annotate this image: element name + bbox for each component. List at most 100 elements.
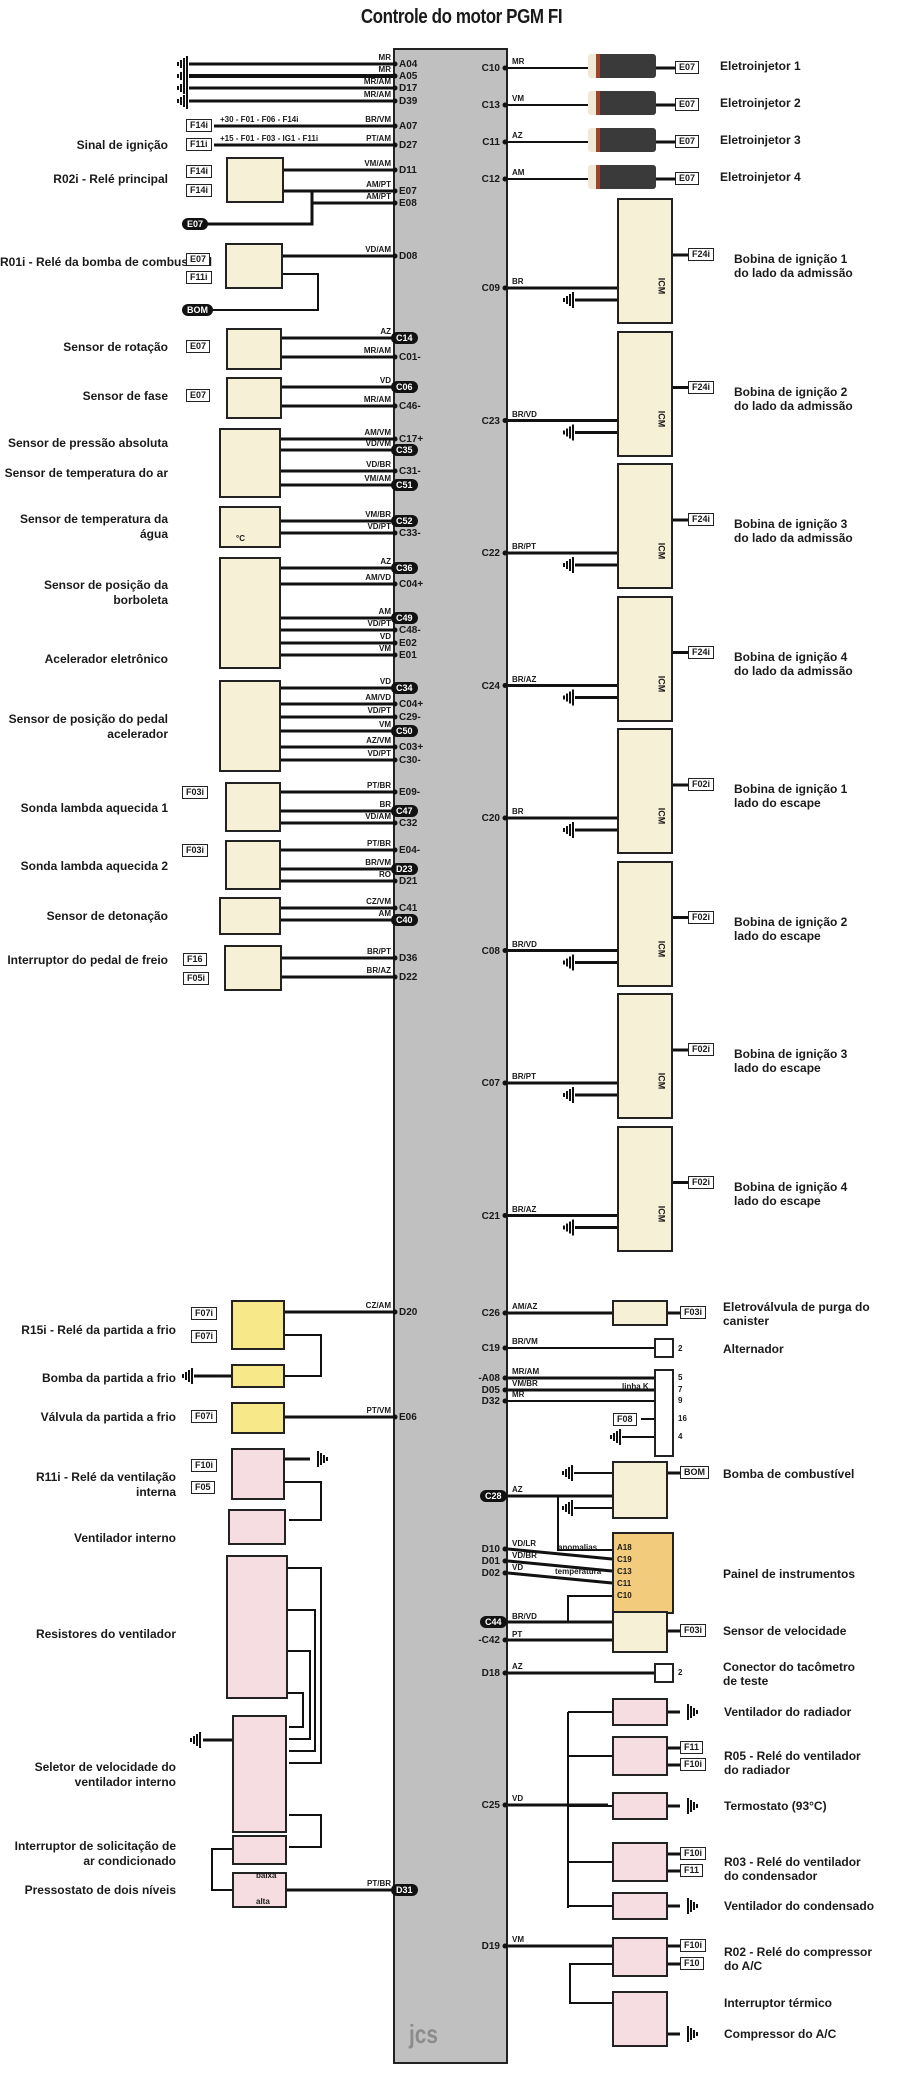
lambda1-p1-pin: C47 bbox=[391, 805, 418, 817]
diag-terminal-4: 4 bbox=[678, 1432, 683, 1441]
lambda1-p1-wire-color: BR bbox=[379, 800, 391, 809]
diag-0-wire-color: MR/AM bbox=[512, 1367, 540, 1376]
label-water-temp: Sensor de temperatura da água bbox=[19, 512, 168, 541]
panel-wire-2: VD bbox=[512, 1563, 524, 1572]
label-ac-relay: R02 - Relé do compressor bbox=[724, 1945, 873, 1959]
label-selector: Seletor de velocidade do ventilador inte… bbox=[34, 1760, 176, 1789]
label-cooling-3-2: do condensador bbox=[724, 1869, 818, 1883]
alternator-terminal: 2 bbox=[678, 1344, 683, 1353]
pin-dot bbox=[392, 955, 398, 961]
injector-1-pin: C10 bbox=[481, 63, 500, 74]
panel-wire-1: VD/BR bbox=[512, 1551, 537, 1560]
ground-icon bbox=[563, 822, 574, 838]
pin-dot bbox=[392, 188, 398, 194]
pin-dot bbox=[392, 757, 398, 763]
app-p4-wire-color: AZ/VM bbox=[366, 736, 391, 745]
label-ac-request: Interruptor de solicitação de ar condici… bbox=[14, 1839, 176, 1868]
pin-dot bbox=[392, 73, 398, 79]
injector-2-body bbox=[588, 91, 656, 115]
tps-p1-pin: C04+ bbox=[399, 579, 424, 590]
coil-7-pin: C07 bbox=[481, 1078, 500, 1089]
tps-p5-pin: E01 bbox=[399, 650, 417, 661]
app-p0-wire-color: VD bbox=[379, 677, 391, 686]
label-r11i: R11i - Relé da ventilação interna bbox=[35, 1470, 176, 1499]
pin-dot bbox=[502, 1802, 508, 1808]
switch-ac-request bbox=[232, 1835, 287, 1865]
coil-2-wire-color: BR/VD bbox=[512, 409, 537, 419]
label-lambda1: Sonda lambda aquecida 1 bbox=[20, 801, 168, 815]
fuse-injector-2: E07 bbox=[675, 98, 700, 111]
pin-dot bbox=[502, 1345, 508, 1351]
panel-terminal-3: C11 bbox=[617, 1579, 632, 1588]
diag-2-wire-color: MR bbox=[512, 1390, 525, 1399]
pin-dot bbox=[502, 815, 508, 821]
coil-4-wire-color: BR/AZ bbox=[512, 674, 537, 684]
ground-icon bbox=[687, 1898, 698, 1914]
label-map: Sensor de pressão absoluta bbox=[7, 436, 168, 450]
pump-cold-start bbox=[231, 1364, 285, 1388]
pin-dot bbox=[392, 581, 398, 587]
ignition-coil-3 bbox=[617, 463, 673, 589]
sensor-knock bbox=[219, 897, 281, 935]
alternator-wire-color: BR/VM bbox=[512, 1337, 538, 1346]
pin-dot bbox=[502, 1546, 508, 1552]
label-coil-4: Bobina de ignição 4 bbox=[734, 649, 848, 664]
valve-e06-pin: E06 bbox=[399, 1412, 417, 1423]
wire bbox=[557, 1496, 612, 1551]
pin-dot bbox=[392, 61, 398, 67]
motor-blower bbox=[228, 1509, 286, 1545]
injector-1-body bbox=[588, 54, 656, 78]
brake-p1-wire-color: BR/PT bbox=[367, 947, 391, 956]
wire bbox=[507, 1547, 613, 1561]
fuse-coil-1: F24i bbox=[688, 248, 715, 261]
ground-icon bbox=[563, 557, 574, 573]
label-brake: Interruptor do pedal de freio bbox=[7, 953, 168, 967]
coil-5-pin: C20 bbox=[481, 813, 500, 824]
pin-dot bbox=[502, 418, 508, 423]
label-etb: Acelerador eletrônico bbox=[44, 652, 168, 666]
app-p0-pin: C34 bbox=[391, 682, 418, 694]
pin-dot bbox=[392, 652, 398, 658]
diag-terminal-16: 16 bbox=[678, 1414, 687, 1423]
diag-terminal-1: 7 bbox=[678, 1385, 683, 1394]
pin-dot bbox=[392, 640, 398, 646]
label-coil-5-side: lado do escape bbox=[734, 796, 821, 810]
label-panel: Painel de instrumentos bbox=[723, 1567, 856, 1581]
pin-dot bbox=[502, 683, 508, 688]
fuse-coil-5: F02i bbox=[688, 778, 715, 791]
ect-p1-pin: C52 bbox=[391, 515, 418, 527]
wire bbox=[210, 273, 319, 311]
r02i-d11-pin: D11 bbox=[399, 165, 417, 176]
sensor-map-iat bbox=[219, 428, 281, 498]
lambda2-p2-pin: D21 bbox=[399, 876, 418, 887]
fuse-f14i-a: F14i bbox=[186, 165, 213, 178]
knock-p1-wire-color: CZ/VM bbox=[366, 897, 391, 906]
ground-icon bbox=[687, 2026, 698, 2042]
wire bbox=[507, 1559, 613, 1573]
pin-dot bbox=[392, 789, 398, 795]
pin-dot bbox=[392, 530, 398, 536]
valve-e06-wire-color: PT/VM bbox=[366, 1406, 391, 1415]
fuel-pump bbox=[612, 1461, 668, 1519]
wire bbox=[288, 1609, 316, 1752]
injector-3-wire-color: AZ bbox=[512, 131, 523, 140]
ground-icon bbox=[177, 56, 188, 72]
switch-pressure bbox=[232, 1872, 287, 1908]
pressure-d31-pin: D31 bbox=[391, 1884, 418, 1896]
tps-p2-pin: C49 bbox=[391, 612, 418, 624]
label-speed-sensor: Sensor de velocidade bbox=[723, 1624, 847, 1638]
pin-dot bbox=[392, 436, 398, 442]
label-app: Sensor de posição do pedal acelerador bbox=[8, 712, 168, 741]
cooling-item-0 bbox=[612, 1698, 668, 1726]
fuse-coil-7: F02i bbox=[688, 1043, 715, 1056]
ac-pin: D19 bbox=[481, 1941, 500, 1952]
pin-dot bbox=[502, 1637, 508, 1643]
relay-r01i bbox=[225, 243, 283, 289]
pin-dot bbox=[392, 200, 398, 206]
panel-terminal-2: C13 bbox=[617, 1567, 632, 1576]
label-injector-4: Eletroinjetor 4 bbox=[720, 170, 801, 184]
ignition-coil-1 bbox=[617, 198, 673, 324]
pin-dot bbox=[502, 102, 508, 108]
label-coil-6: Bobina de ignição 2 bbox=[734, 914, 848, 929]
supply-note-30: +30 - F01 - F06 - F14i bbox=[220, 115, 299, 124]
